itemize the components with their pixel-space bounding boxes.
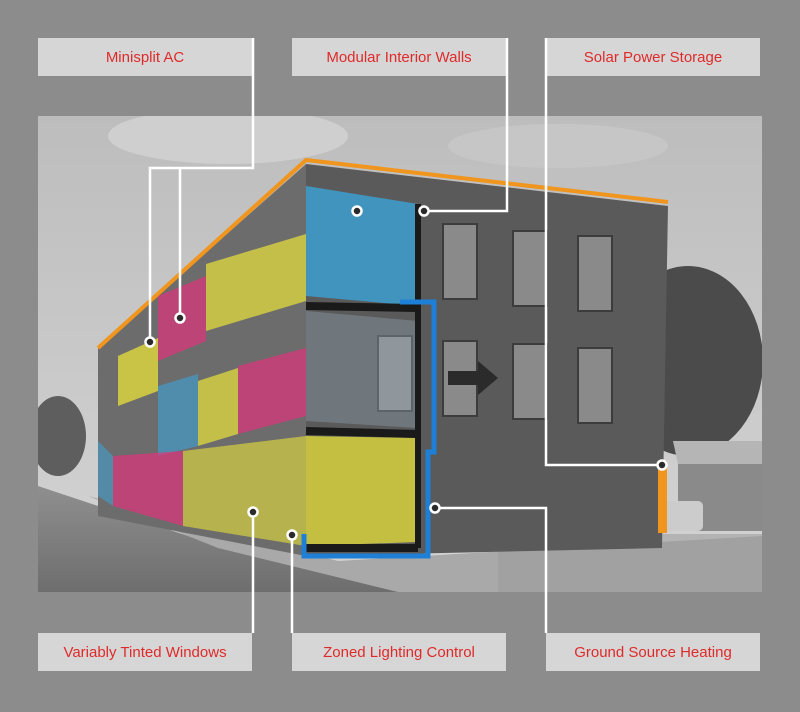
facade-arrow [448, 361, 498, 395]
ground-loop-pipe [301, 299, 437, 559]
module-yellow-bottom-side [183, 436, 306, 546]
tree [38, 396, 86, 476]
module-pink-bottom [113, 451, 183, 526]
module-blue-bottom [98, 441, 113, 506]
car [658, 501, 703, 531]
label-minisplit-ac: Minisplit AC [38, 38, 252, 76]
label-modular-interior-walls: Modular Interior Walls [292, 38, 506, 76]
module-pink-mid [238, 348, 306, 434]
module-blue-mid [158, 374, 198, 456]
module-clear-mid [306, 311, 418, 428]
floor-slab [305, 302, 419, 312]
floor-slab [305, 427, 419, 438]
label-ground-source-heating: Ground Source Heating [546, 633, 760, 671]
module-yellow-bottom [306, 436, 418, 546]
module-yellow-mid [198, 368, 238, 446]
label-zoned-lighting-control: Zoned Lighting Control [292, 633, 506, 671]
module-blue-top [306, 186, 418, 306]
garage-roof [673, 441, 762, 464]
building-photo [38, 116, 762, 592]
module-yellow-side [118, 338, 158, 406]
label-variably-tinted-windows: Variably Tinted Windows [38, 633, 252, 671]
cloud [448, 124, 668, 168]
label-solar-power-storage: Solar Power Storage [546, 38, 760, 76]
street [38, 486, 418, 592]
ground-source-pipe [658, 461, 667, 533]
